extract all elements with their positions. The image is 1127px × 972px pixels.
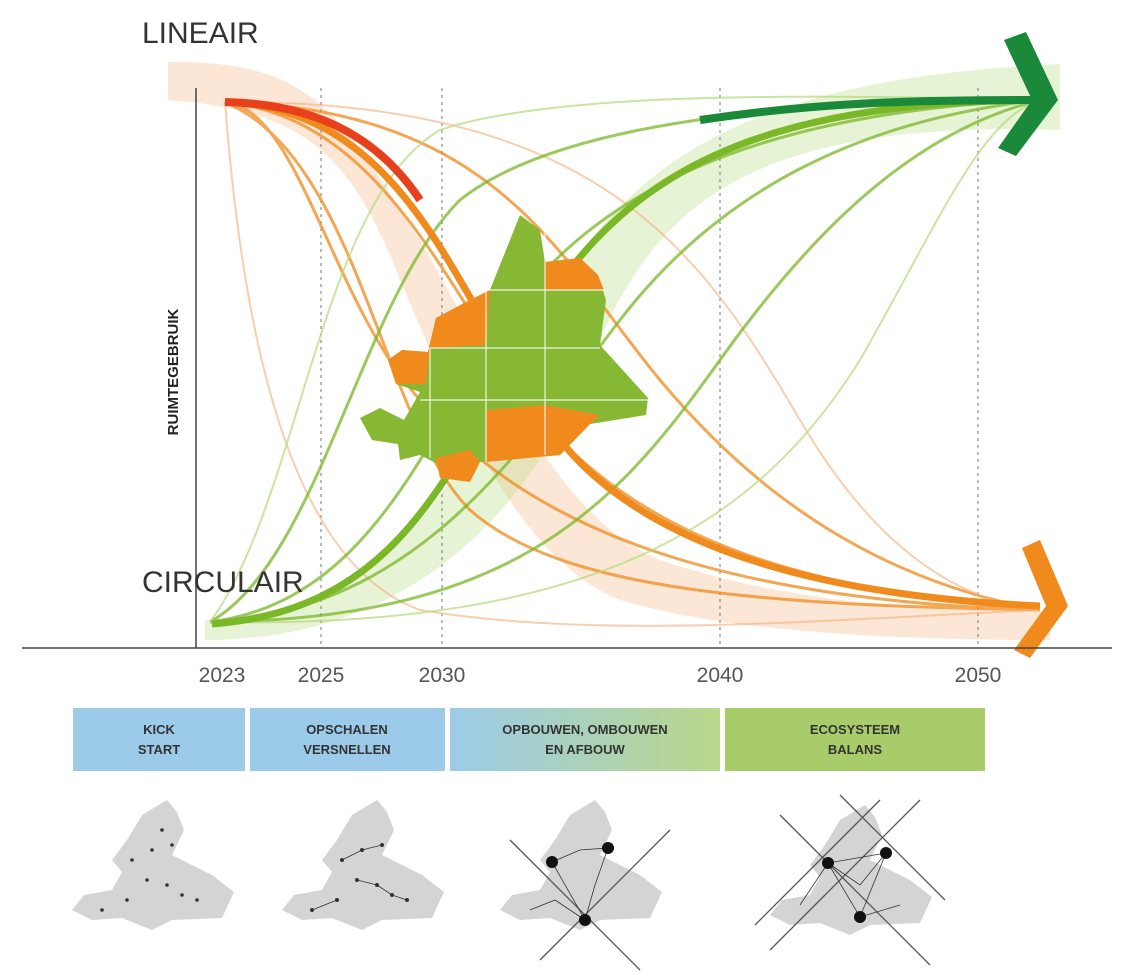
mini-map-3 [500, 800, 671, 971]
label-circulair: CIRCULAIR [142, 566, 304, 599]
phase-box-opbouwen [450, 708, 720, 771]
mini-map-1 [72, 800, 234, 930]
green-arrow-head [998, 32, 1058, 156]
phase-label-line1: OPSCHALEN [306, 722, 388, 737]
year-label: 2023 [199, 664, 246, 687]
y-axis-label: RUIMTEGEBRUIK [165, 309, 182, 436]
phase-label-line2: START [138, 742, 180, 757]
linear-faint-curves [224, 100, 1041, 627]
year-label: 2050 [955, 664, 1002, 687]
orange-arrow-head [1014, 540, 1068, 658]
linear-thin-curves [224, 100, 1041, 612]
mini-map-2 [282, 800, 444, 930]
phase-label-line1: ECOSYSTEEM [810, 722, 900, 737]
phase-box-opschalen [250, 708, 445, 771]
phase-label-line1: KICK [143, 722, 175, 737]
year-labels: 2023 2025 2030 2040 2050 [199, 664, 1002, 687]
phase-label-line2: VERSNELLEN [303, 742, 390, 757]
linear-start-curve [224, 98, 424, 203]
label-lineair: LINEAIR [142, 17, 259, 50]
circular-faint-curves [209, 95, 1041, 624]
year-label: 2040 [697, 664, 744, 687]
region-map [360, 215, 648, 482]
phase-box-kick-start [73, 708, 245, 771]
circular-end-curve [699, 96, 1041, 124]
phase-label-line2: EN AFBOUW [545, 742, 625, 757]
phase-label-line1: OPBOUWEN, OMBOUWEN [502, 722, 667, 737]
phase-bar: KICK START OPSCHALEN VERSNELLEN OPBOUWEN… [73, 708, 985, 771]
phase-box-ecosysteem [725, 708, 985, 771]
linear-band [168, 61, 1050, 641]
phase-label-line2: BALANS [828, 742, 882, 757]
mini-map-4 [754, 794, 946, 966]
year-label: 2030 [419, 664, 466, 687]
year-label: 2025 [298, 664, 345, 687]
